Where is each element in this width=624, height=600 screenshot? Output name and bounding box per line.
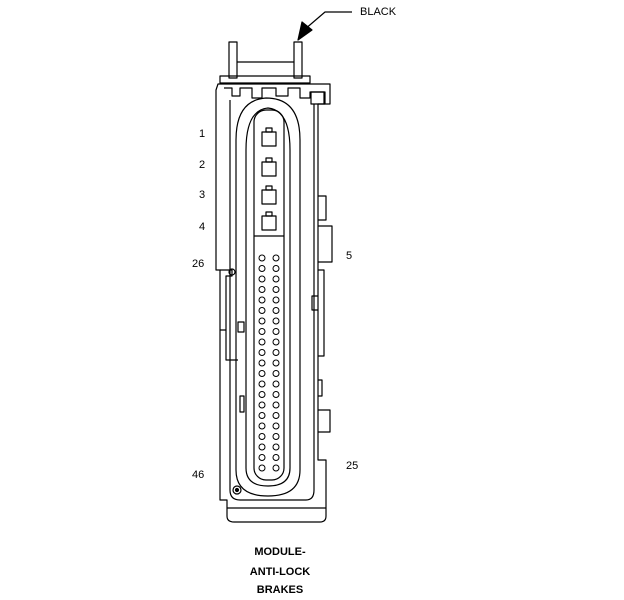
large-terminals [261,127,277,231]
small-pin-cavity [272,359,280,367]
pin-label-46: 46 [192,469,205,481]
terminal-1 [261,131,277,147]
small-pin-cavity [258,359,266,367]
pin-label-25: 25 [346,460,359,472]
pin-label-3: 3 [199,189,206,201]
small-pin-cavity [272,401,280,409]
small-pin-cavity [272,275,280,283]
left-rib-2 [237,321,245,333]
small-pin-cavity [272,265,280,272]
small-pin-cavity [272,433,280,440]
small-pin-cavity [272,454,280,461]
small-pin-cavity [272,412,280,419]
small-pin-grid [258,254,280,472]
left-rib-3 [239,395,245,413]
housing-top-teeth [224,87,325,104]
small-pin-cavity [258,454,266,461]
terminal-4-slot [265,211,273,217]
small-pin-cavity [258,338,266,346]
terminal-1-slot [265,127,273,133]
terminal-block [253,109,285,481]
small-pin-cavity [258,296,266,304]
small-pin-cavity [272,464,280,472]
small-pin-cavity [272,370,280,377]
small-pin-cavity [272,380,280,388]
caption-line-2: ANTI-LOCK [249,566,311,578]
terminal-3 [261,189,277,205]
bottom-mount-hole-center [234,487,240,493]
small-pin-cavity [272,307,280,314]
small-pin-cavity [258,328,266,335]
right-step [318,409,331,433]
post-base [219,75,311,84]
pin-label-5: 5 [346,250,353,262]
right-rib-4 [318,379,323,397]
terminal-4 [261,215,277,231]
left-post [228,41,238,79]
left-rib-1 [225,330,238,361]
caption-line-3: BRAKES [256,584,304,596]
pin-label-4: 4 [199,221,206,233]
small-pin-cavity [258,443,266,451]
small-pin-cavity [258,380,266,388]
small-pin-cavity [258,370,266,377]
right-latch [318,225,333,263]
small-pin-cavity [258,265,266,272]
housing-inner-wall [229,100,315,501]
small-pin-cavity [272,254,280,262]
pin-label-26: 26 [192,258,205,270]
pin-label-1: 1 [199,128,206,140]
right-rib-1 [318,195,327,221]
small-pin-cavity [258,391,266,398]
right-rib-3 [311,295,318,311]
top-right-tab [310,91,326,105]
callout-leader [303,11,352,31]
small-pin-cavity [258,275,266,283]
callout-arrowhead [297,21,313,41]
terminal-2 [261,161,277,177]
small-pin-cavity [258,412,266,419]
small-pin-cavity [272,391,280,398]
small-pin-cavity [272,338,280,346]
small-pin-cavity [258,349,266,356]
connector-color-label: BLACK [360,6,397,18]
right-rib-2 [318,269,325,357]
pin-label-2: 2 [199,159,206,171]
small-pin-cavity [258,286,266,293]
terminal-cavity-outline [235,97,301,497]
right-post [293,41,303,79]
terminal-2-slot [265,157,273,163]
caption-line-1: MODULE- [254,546,306,558]
small-pin-cavity [272,349,280,356]
small-pin-cavity [258,317,266,325]
bottom-mount-hole [232,485,242,495]
small-pin-cavity [272,422,280,430]
small-pin-cavity [258,433,266,440]
small-pin-cavity [258,401,266,409]
small-pin-cavity [258,464,266,472]
small-pin-cavity [272,317,280,325]
terminal-cavity-inner [245,107,291,487]
terminal-3-slot [265,185,273,191]
small-pin-cavity [272,296,280,304]
small-pin-cavity [258,254,266,262]
left-latch-hole [228,268,236,276]
small-pin-cavity [258,422,266,430]
small-pin-cavity [272,286,280,293]
small-pin-cavity [258,307,266,314]
small-pin-cavity [272,328,280,335]
small-pin-cavity [272,443,280,451]
